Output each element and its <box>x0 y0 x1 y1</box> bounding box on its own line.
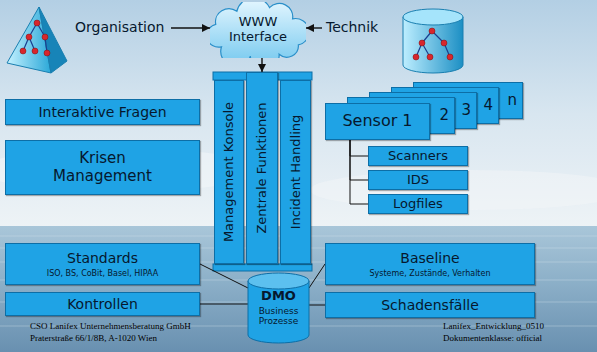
bottom-bar <box>213 264 312 271</box>
connector-line <box>309 264 325 288</box>
process-box: Schadensfälle <box>325 292 535 318</box>
footer-note: Lanifex_Entwicklung_0510 <box>443 322 544 332</box>
connector-line <box>350 140 368 204</box>
sensor-type-box: Logfiles <box>368 194 468 214</box>
connector <box>306 24 322 32</box>
sensor-type-box: Scanners <box>368 146 468 166</box>
connector <box>200 264 248 288</box>
node-label: Baseline <box>400 250 459 266</box>
technik-cylinder: Technik <box>322 5 464 75</box>
column-box: Incident Handling <box>280 80 311 264</box>
connector-line <box>309 305 325 306</box>
node-subtext: Systeme, Zustände, Verhalten <box>370 269 491 278</box>
node-subtext: ISO, BS, CoBit, Basel, HIPAA <box>47 269 158 278</box>
node-label: Krisen Management <box>43 150 163 185</box>
arrow-head <box>258 64 266 72</box>
arrow-head <box>202 24 210 32</box>
node-label: n <box>507 92 517 109</box>
node-label: Organisation <box>75 19 164 35</box>
node-label: 3 <box>461 102 471 119</box>
connector <box>350 140 368 180</box>
connector-line <box>200 264 248 288</box>
node-label: 2 <box>439 107 449 124</box>
node-label: Incident Handling <box>288 115 303 230</box>
process-box: StandardsISO, BS, CoBit, Basel, HIPAA <box>5 243 200 285</box>
node-label: Kontrollen <box>67 296 138 312</box>
process-box: Kontrollen <box>5 292 200 316</box>
node-label: Standards <box>67 250 138 266</box>
pyramid-illustration <box>5 5 69 75</box>
sensor-box: Sensor 1 <box>325 103 430 140</box>
footer-note: Dokumentenklasse: official <box>443 334 542 344</box>
www-cloud: WWW Interface <box>210 2 306 58</box>
connector-line <box>350 140 368 180</box>
connector-line <box>350 140 368 156</box>
cylinder-illustration <box>402 7 464 75</box>
node-label: Schadensfälle <box>381 297 479 313</box>
column-box: Management Konsole <box>214 80 244 264</box>
connector <box>350 140 368 156</box>
process-box: Interaktive Fragen <box>5 99 200 125</box>
database-cylinder: DMO Business Prozesse <box>247 272 310 344</box>
node-label: DMO <box>261 289 296 304</box>
node-label: Management Konsole <box>222 102 237 242</box>
process-box: Krisen Management <box>5 140 200 195</box>
sensor-type-box: IDS <box>368 170 468 190</box>
connector <box>309 305 325 306</box>
node-label: Zentrale Funktionen <box>255 102 270 233</box>
node-label: Technik <box>326 19 378 35</box>
node-label: Scanners <box>388 149 448 164</box>
node-label: IDS <box>407 173 429 188</box>
connector <box>171 24 210 32</box>
node-label: Sensor 1 <box>342 112 412 130</box>
connector-line <box>200 304 248 305</box>
process-box: BaselineSysteme, Zustände, Verhalten <box>325 243 535 285</box>
arrow-head <box>306 24 314 32</box>
connector <box>258 57 266 72</box>
organisation-pyramid: Organisation <box>5 5 171 75</box>
connector <box>350 140 368 204</box>
node-label: WWW Interface <box>218 15 298 45</box>
column-box: Zentrale Funktionen <box>246 72 278 264</box>
node-subtext: Business Prozesse <box>251 306 307 327</box>
connector <box>200 304 248 305</box>
footer-note: CSO Lanifex Unternehmensberatung GmbH <box>30 322 191 332</box>
connector <box>309 264 325 288</box>
node-label: Logfiles <box>393 197 443 212</box>
node-label: Interaktive Fragen <box>38 104 166 120</box>
node-label: 4 <box>483 97 493 114</box>
footer-note: Praterstraße 66/1/8B, A-1020 Wien <box>30 334 157 344</box>
